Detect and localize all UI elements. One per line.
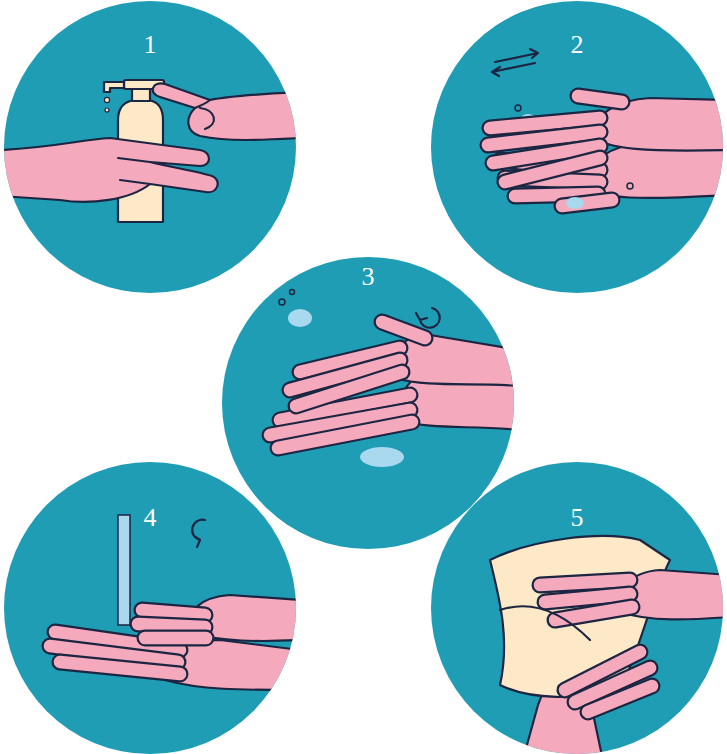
step-circle: 3: [222, 257, 514, 549]
circle-fill: [431, 1, 723, 293]
circle-fill: [4, 462, 296, 754]
circle-fill: [431, 462, 723, 754]
text-holder: 1: [4, 30, 296, 60]
text-holder: 2: [431, 30, 723, 60]
circle-outline: [222, 257, 514, 549]
step-number: 5: [431, 503, 723, 533]
text-holder: 5: [431, 503, 723, 533]
step-circle: 1: [4, 1, 296, 293]
step-circle: 5: [431, 462, 723, 754]
step-number: 3: [222, 262, 514, 292]
text-holder: 3: [222, 262, 514, 292]
circle-fill: [222, 257, 514, 549]
step-number: 4: [4, 503, 296, 533]
step-circle: 4: [4, 462, 296, 754]
circle-fill: [4, 1, 296, 293]
text-holder: 4: [4, 503, 296, 533]
step-number: 1: [4, 30, 296, 60]
step-number: 2: [431, 30, 723, 60]
step-circle: 2: [431, 1, 723, 293]
